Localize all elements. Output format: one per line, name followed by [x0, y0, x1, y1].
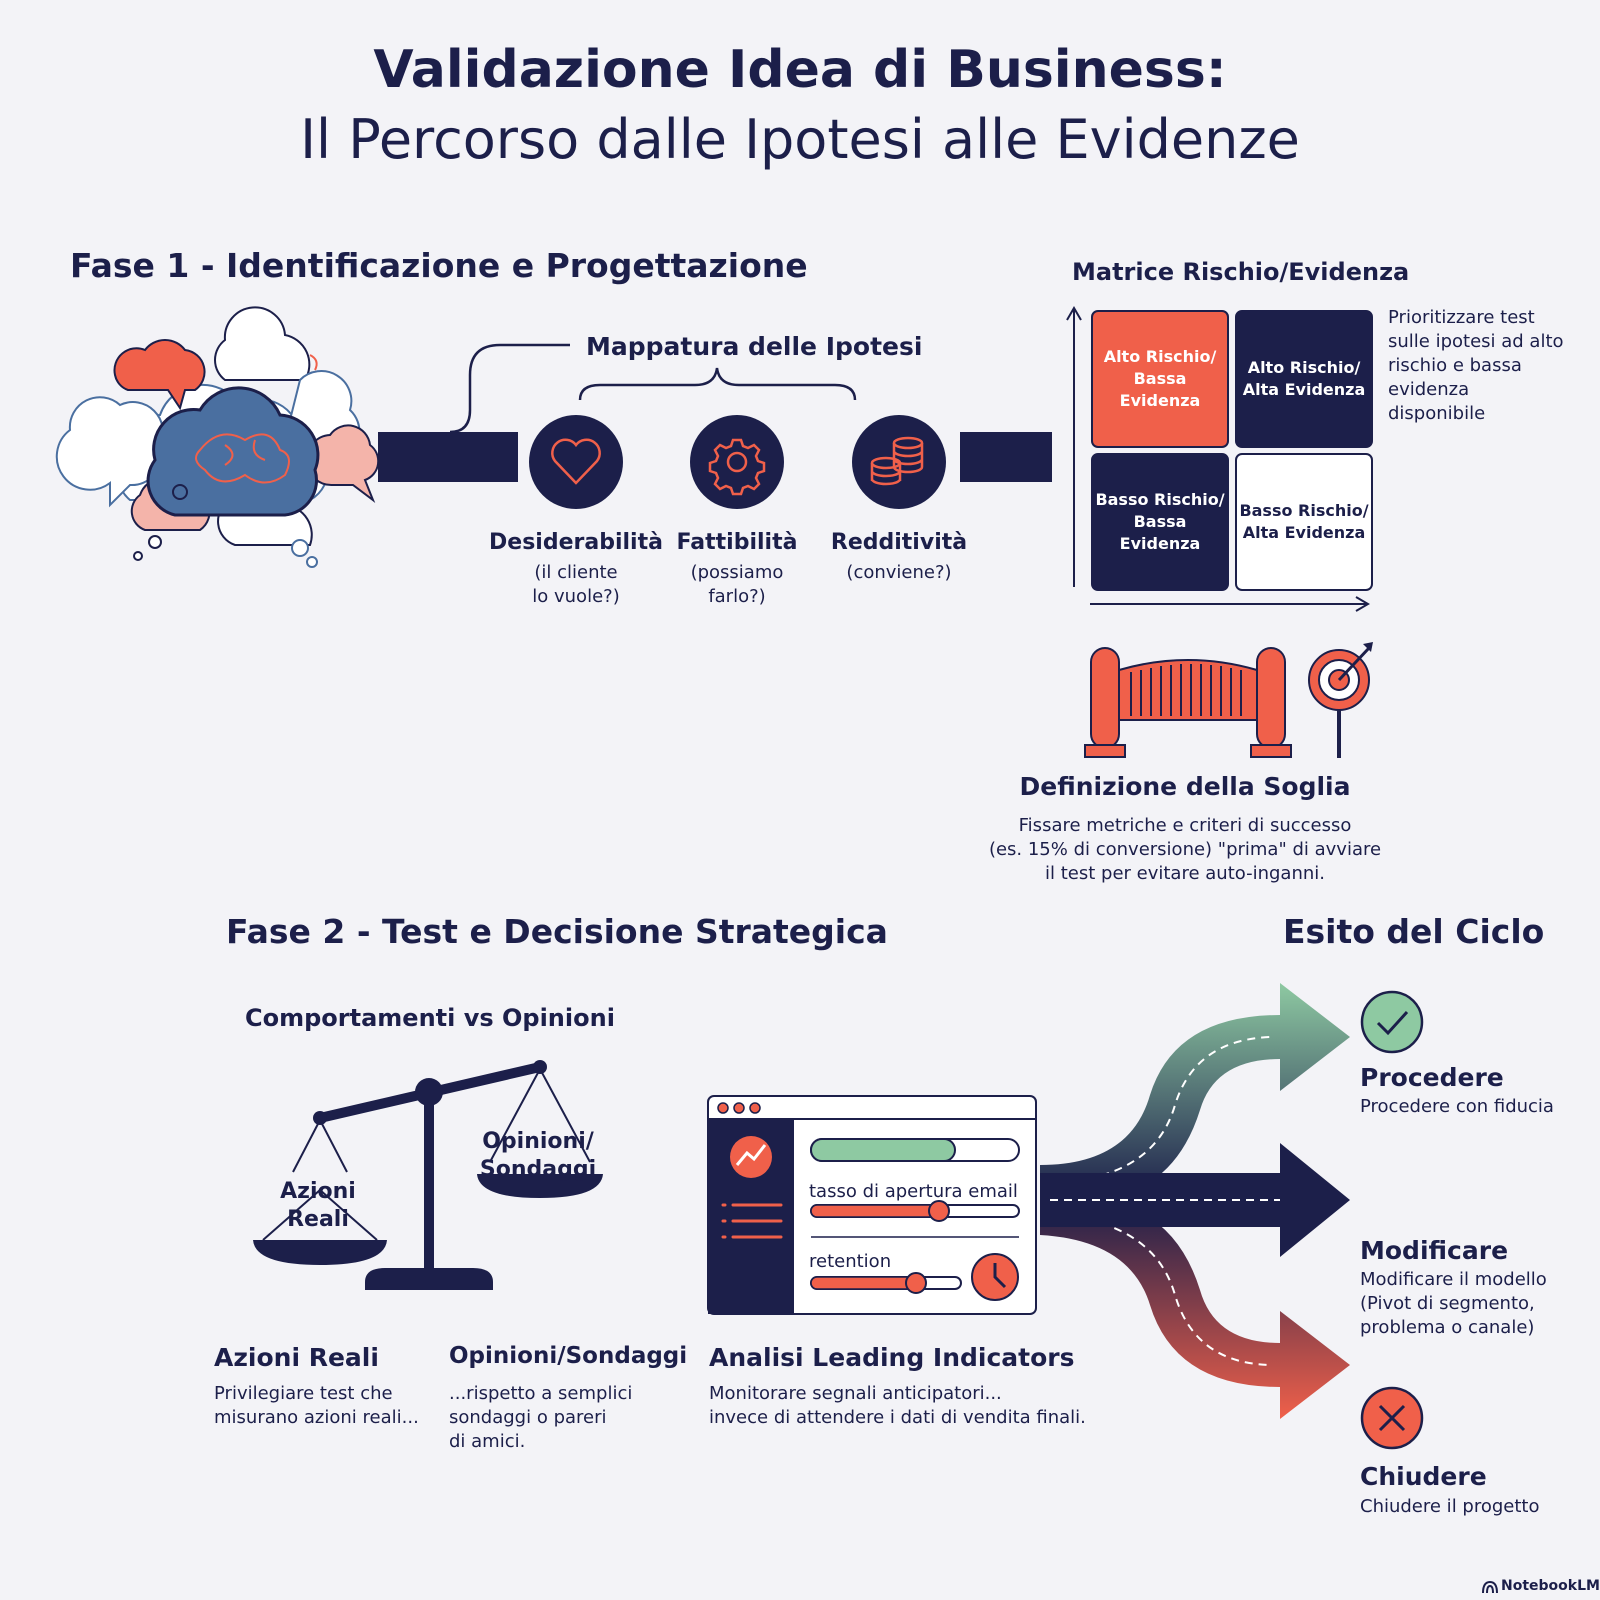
barrier-icon [1084, 647, 1292, 758]
connector-bar-right [960, 432, 1052, 482]
close-icon [1360, 1386, 1424, 1450]
coins-icon [870, 436, 924, 486]
hypothesis-fattibilita: Fattibilità (possiamo farlo?) [637, 530, 837, 609]
check-icon [1360, 990, 1424, 1054]
outcome-modificare-title: Modificare [1360, 1236, 1509, 1265]
hypothesis-question: (possiamo [690, 562, 784, 583]
hypothesis-question: (conviene?) [846, 562, 952, 583]
gear-icon [708, 438, 766, 496]
connector-bar-left [378, 432, 518, 482]
heart-icon [551, 438, 601, 485]
hypothesis-label: Desiderabilità [489, 530, 663, 555]
matrix-cell-low-risk-high-evidence: Basso Rischio/Alta Evidenza [1235, 453, 1373, 591]
hypothesis-label: Fattibilità [676, 530, 798, 555]
hypothesis-question-2: lo vuole?) [532, 586, 620, 607]
phase1-title: Fase 1 - Identificazione e Progettazione [70, 246, 808, 285]
outcome-chiudere-description: Chiudere il progetto [1360, 1496, 1540, 1517]
matrix-axes [1066, 306, 1370, 612]
idea-cloud-icon [55, 306, 380, 568]
matrix-cell-high-risk-high-evidence: Alto Rischio/Alta Evidenza [1235, 310, 1373, 448]
metric-email-open-rate: tasso di apertura email [809, 1181, 1018, 1202]
page-subtitle: Il Percorso dalle Ipotesi alle Evidenze [300, 108, 1300, 171]
notebooklm-logo-icon [1482, 1580, 1498, 1594]
actions-title: Azioni Reali [214, 1343, 379, 1372]
hypothesis-desiderabilita: Desiderabilità (il cliente lo vuole?) [476, 530, 676, 609]
hypothesis-question: (il cliente [534, 562, 618, 583]
outcome-procedere-description: Procedere con fiducia [1360, 1096, 1554, 1117]
outcome-title: Esito del Ciclo [1283, 912, 1545, 951]
hypothesis-fattibilita-icon [690, 415, 784, 509]
threshold-title: Definizione della Soglia [1019, 772, 1351, 801]
hypothesis-redditivita: Redditività (conviene?) [799, 530, 999, 585]
hypothesis-label: Redditività [830, 530, 968, 555]
outcome-chiudere-title: Chiudere [1360, 1462, 1487, 1491]
mapping-title: Mappatura delle Ipotesi [586, 332, 923, 361]
matrix-title: Matrice Rischio/Evidenza [1072, 258, 1410, 286]
compare-title: Comportamenti vs Opinioni [245, 1004, 615, 1032]
scale-right-label: Opinioni/Sondaggi [479, 1129, 597, 1182]
matrix-note: Prioritizzare test sulle ipotesi ad alto… [1388, 307, 1564, 424]
page-title: Validazione Idea di Business: [373, 40, 1227, 100]
opinions-title: Opinioni/Sondaggi [449, 1343, 688, 1369]
dashboard-window [707, 1095, 1037, 1315]
dashboard-description: Monitorare segnali anticipatori...invece… [709, 1383, 1086, 1428]
hypothesis-redditivita-icon [852, 415, 946, 509]
threshold-description: Fissare metriche e criteri di successo (… [988, 815, 1382, 884]
matrix-cell-high-risk-low-evidence: Alto Rischio/Bassa Evidenza [1091, 310, 1229, 448]
matrix-cell-low-risk-low-evidence: Basso Rischio/Bassa Evidenza [1091, 453, 1229, 591]
phase2-title: Fase 2 - Test e Decisione Strategica [226, 912, 888, 951]
dashboard-title: Analisi Leading Indicators [709, 1343, 1075, 1372]
hypothesis-desiderabilita-icon [529, 415, 623, 509]
outcome-procedere-title: Procedere [1360, 1063, 1504, 1092]
outcome-modificare-description: Modificare il modello(Pivot di segmento,… [1360, 1269, 1547, 1338]
target-icon [1308, 642, 1373, 758]
footer-brand: NotebookLM [1501, 1578, 1600, 1594]
outcome-arrows [1040, 983, 1350, 1419]
balance-scale-icon [253, 1060, 603, 1290]
mapping-bracket [449, 343, 857, 434]
metric-retention: retention [809, 1251, 892, 1272]
hypothesis-question-2: farlo?) [708, 586, 766, 607]
